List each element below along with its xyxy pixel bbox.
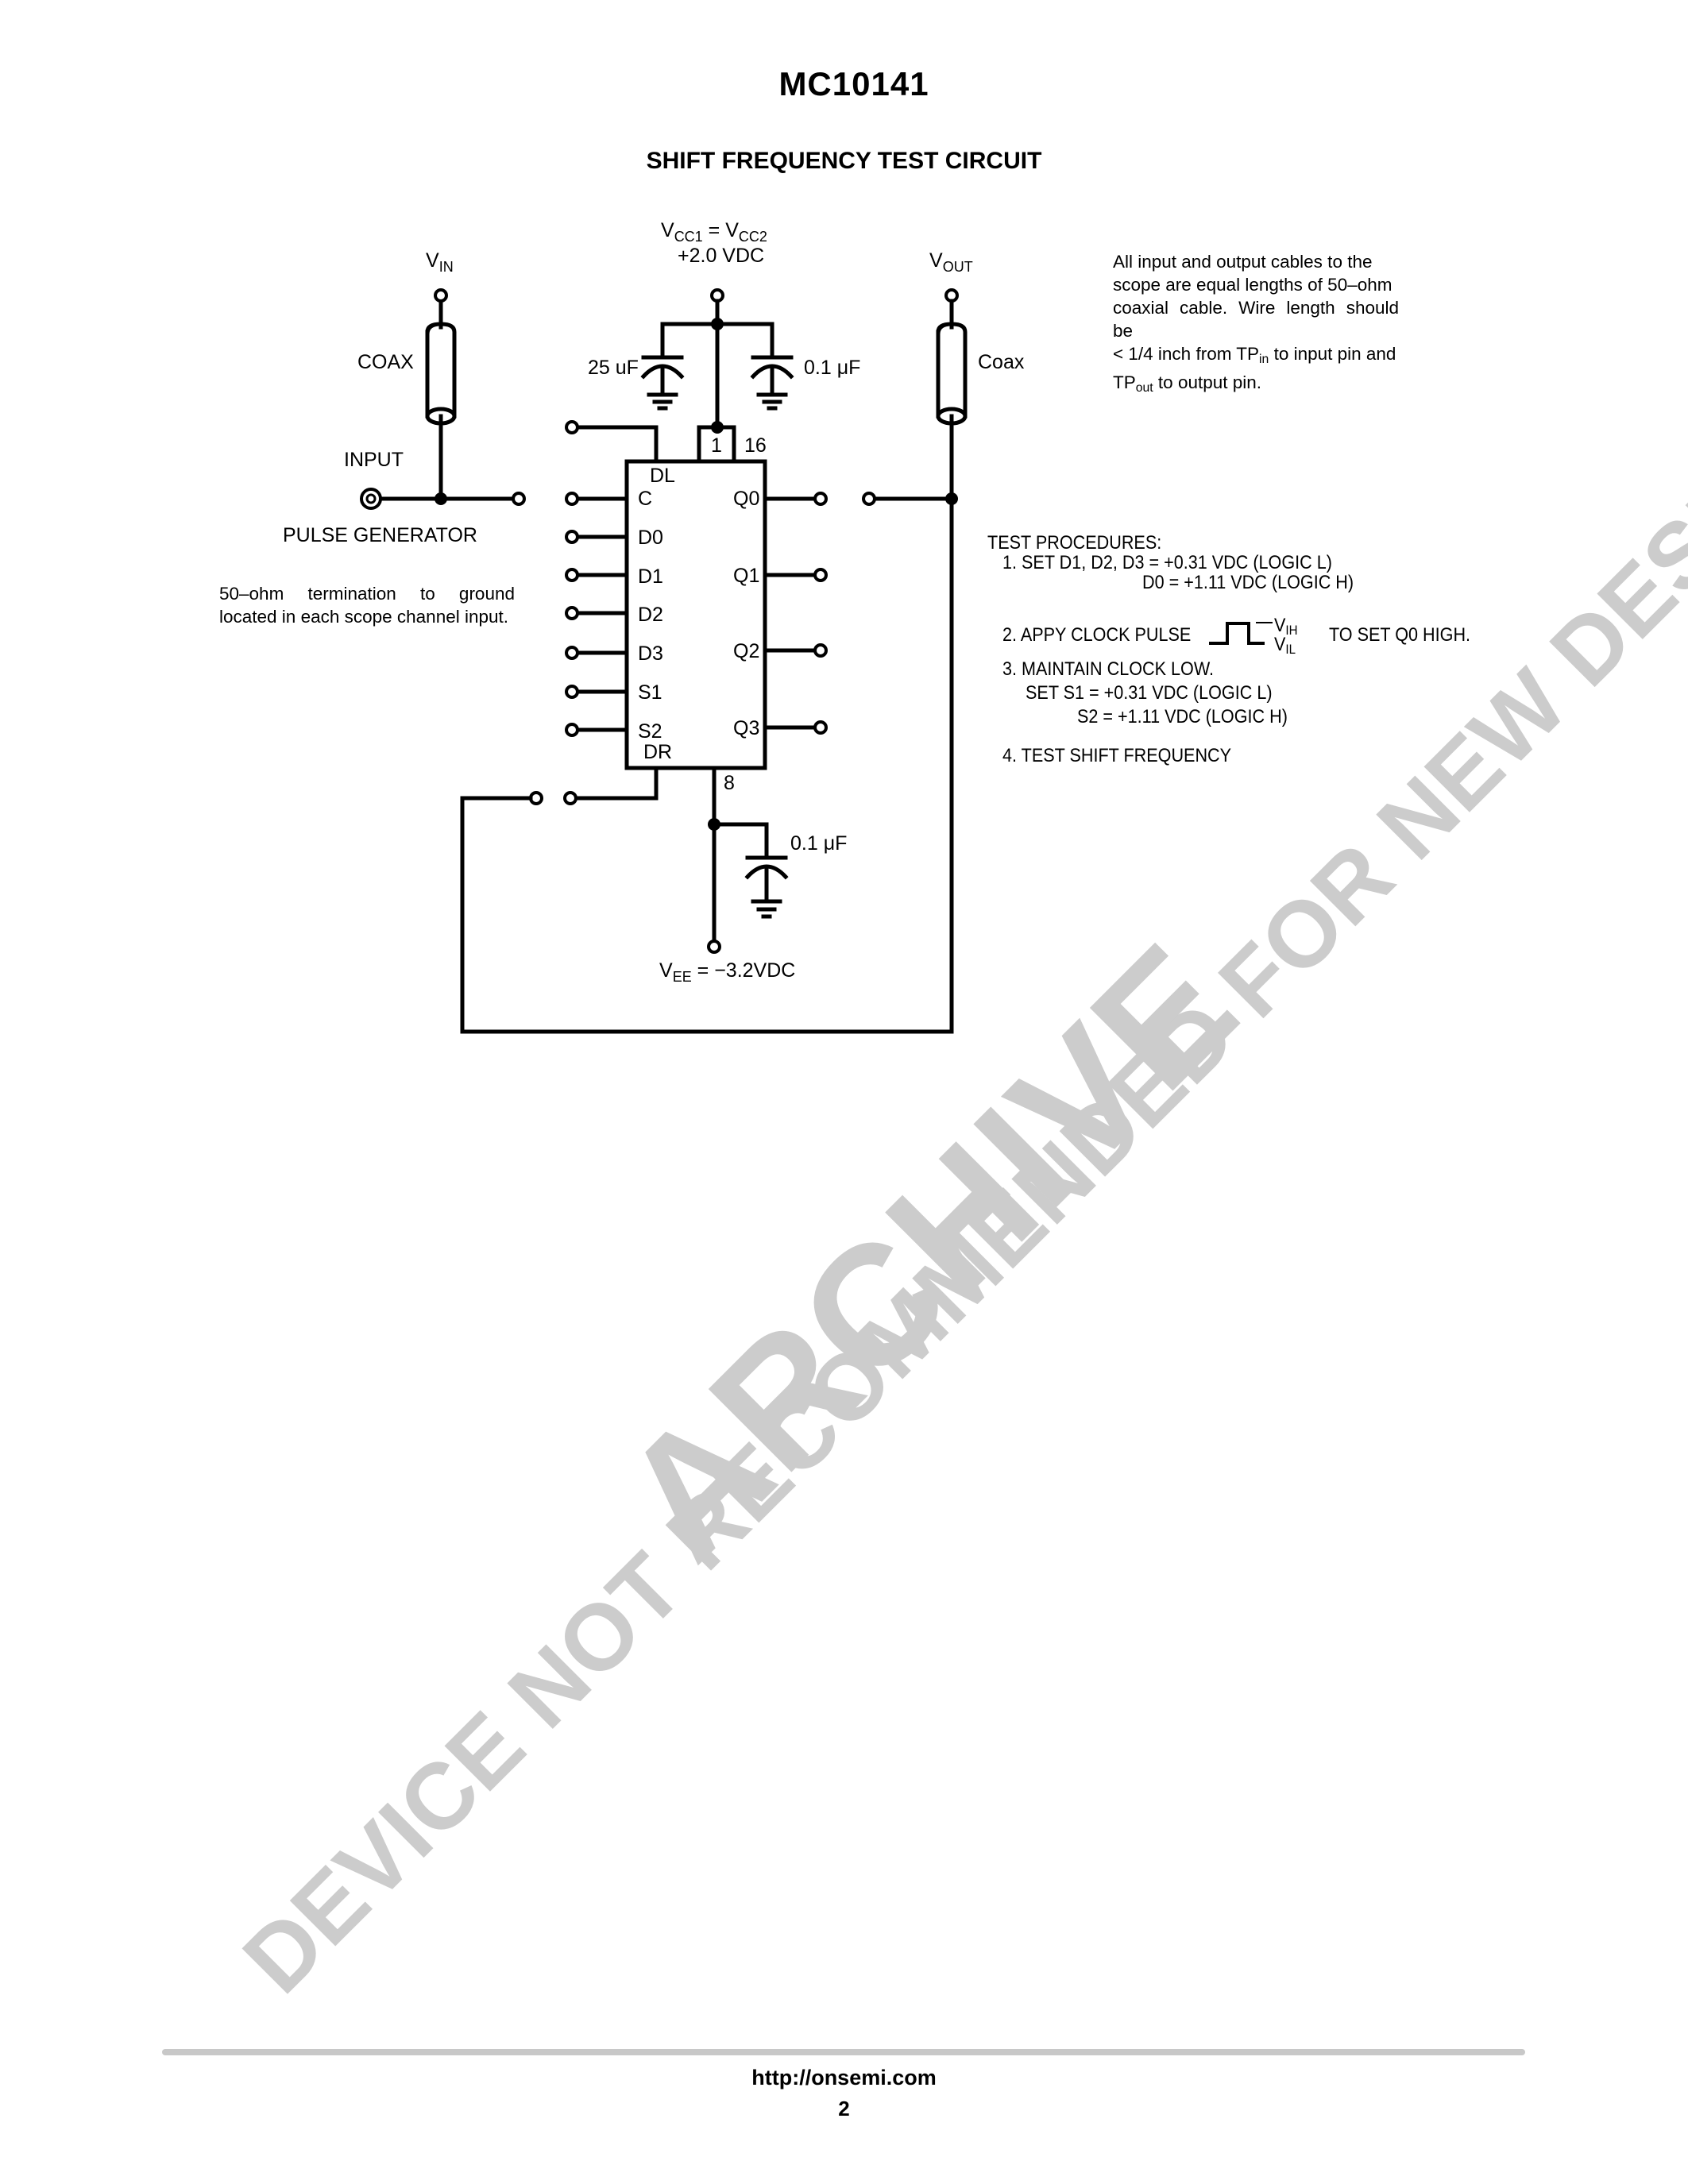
step-2-vil: VIL <box>1274 634 1296 657</box>
vin-label: VIN <box>426 249 454 275</box>
pin-s1-terminal <box>565 685 579 699</box>
vee-label: VEE = −3.2VDC <box>659 959 795 985</box>
cap-0-1uf-vee-label: 0.1 μF <box>790 832 847 855</box>
pulse-generator-connector-icon <box>360 488 382 510</box>
coax-right-label: Coax <box>978 351 1025 373</box>
pin-q1-terminal <box>813 568 828 582</box>
coax-left-label: COAX <box>357 351 414 373</box>
footer-divider <box>162 2049 1525 2055</box>
step-3b: SET S1 = +0.31 VDC (LOGIC L) <box>1026 682 1273 704</box>
pin-q0-terminal <box>813 492 828 506</box>
cable-note: All input and output cables to the scope… <box>1113 252 1399 395</box>
ic-pin-label-q0: Q0 <box>733 488 759 510</box>
pin1-number: 1 <box>711 434 722 457</box>
test-procedures-heading: TEST PROCEDURES: <box>987 532 1162 554</box>
vout-junction-dot <box>945 492 958 505</box>
ic-pin-label-q2: Q2 <box>733 640 759 662</box>
ic-label-dl: DL <box>650 465 675 487</box>
pin-d3-terminal <box>565 646 579 660</box>
step-1a: 1. SET D1, D2, D3 = +0.31 VDC (LOGIC L) <box>1002 552 1332 573</box>
footer-url-link[interactable]: http://onsemi.com <box>751 2066 937 2089</box>
dr-terminal <box>563 791 577 805</box>
ic-pin-label-d1: D1 <box>638 565 663 588</box>
ic-pin-label-d0: D0 <box>638 527 663 549</box>
ic-pin-label-c: C <box>638 488 652 510</box>
pin-q3-terminal <box>813 720 828 735</box>
feedback-wire <box>460 796 954 1034</box>
pin-d0-terminal <box>565 530 579 544</box>
termination-note: 50–ohm termination to ground located in … <box>219 584 515 627</box>
capacitor-0-1uf-vcc-icon <box>750 355 794 411</box>
vcc-voltage-label: +2.0 VDC <box>678 245 764 267</box>
pin-c-terminal <box>565 492 579 506</box>
pin8-number: 8 <box>724 772 735 794</box>
cap-0-1uf-vcc-label: 0.1 μF <box>804 357 860 379</box>
vcc-label: VCC1 = VCC2 <box>661 219 767 245</box>
ic-pin-label-q3: Q3 <box>733 717 759 739</box>
vee-terminal <box>707 940 721 954</box>
pin-d1-terminal <box>565 568 579 582</box>
dl-terminal <box>565 420 579 434</box>
ic-label-dr: DR <box>643 741 672 763</box>
clock-pulse-waveform-icon <box>1209 622 1273 645</box>
input-to-ic-terminal <box>512 492 526 506</box>
ic-left-pins <box>570 496 629 732</box>
ic-pin-label-d3: D3 <box>638 642 663 665</box>
ic-pin-label-d2: D2 <box>638 604 663 626</box>
pulse-generator-label: PULSE GENERATOR <box>283 524 477 546</box>
vcc-junction-dot <box>711 318 724 330</box>
pin-q2-terminal <box>813 643 828 658</box>
pin-d2-terminal <box>565 606 579 620</box>
step-2-suffix: TO SET Q0 HIGH. <box>1329 624 1471 646</box>
coax-cable-right-icon <box>936 322 968 426</box>
step-2-prefix: 2. APPY CLOCK PULSE <box>1002 624 1192 646</box>
step-1b: D0 = +1.11 VDC (LOGIC H) <box>1142 572 1354 593</box>
ic-pin-label-s2: S2 <box>638 720 662 743</box>
coax-cable-left-icon <box>425 322 457 426</box>
vout-label: VOUT <box>929 249 973 275</box>
q0-to-vout-terminal <box>862 492 876 506</box>
input-junction-dot <box>435 492 447 505</box>
capacitor-0-1uf-vee-icon <box>744 855 789 919</box>
capacitor-25uf-icon <box>640 355 685 411</box>
ic-pin-label-s1: S1 <box>638 681 662 704</box>
step-3c: S2 = +1.11 VDC (LOGIC H) <box>1077 706 1288 727</box>
page-number: 2 <box>838 2097 850 2120</box>
step-3a: 3. MAINTAIN CLOCK LOW. <box>1002 658 1215 680</box>
step-2-vih: VIH <box>1274 615 1298 638</box>
figure-title: SHIFT FREQUENCY TEST CIRCUIT <box>646 148 1042 174</box>
ic-right-pins <box>763 496 817 730</box>
pin-s2-terminal <box>565 723 579 737</box>
input-label: INPUT <box>344 449 404 471</box>
cap-25uf-label: 25 uF <box>588 357 639 379</box>
step-4: 4. TEST SHIFT FREQUENCY <box>1002 745 1232 766</box>
vin-terminal <box>434 288 448 303</box>
ic-pin-label-q1: Q1 <box>733 565 759 587</box>
pin16-number: 16 <box>744 434 767 457</box>
document-title: MC10141 <box>778 65 929 102</box>
